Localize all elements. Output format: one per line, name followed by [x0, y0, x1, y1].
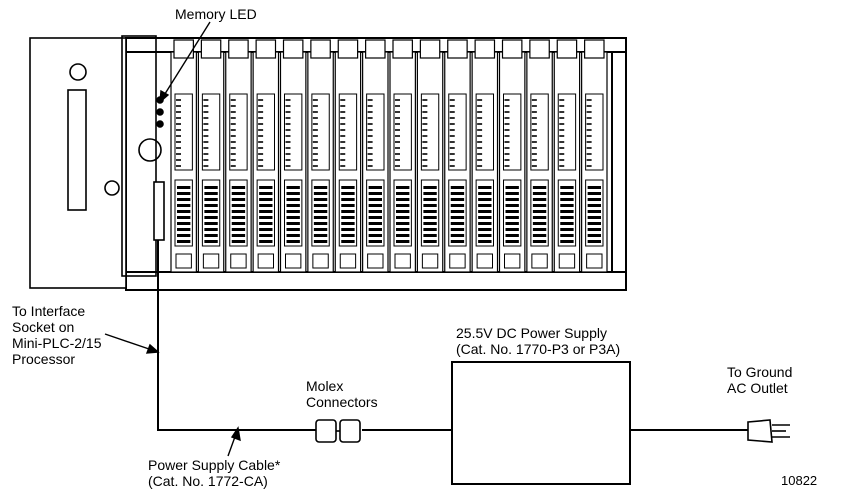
processor-adjust-knob-icon [104, 180, 120, 196]
molex-connector-right [339, 419, 361, 443]
ground-outlet-label: To Ground AC Outlet [727, 364, 793, 396]
io-module-slot [197, 39, 225, 273]
interface-socket-label: To Interface Socket on Mini-PLC-2/15 Pro… [12, 303, 102, 367]
ac-plug-icon [747, 419, 790, 443]
molex-label: Molex Connectors [306, 378, 378, 410]
io-module-slot [389, 39, 416, 273]
power-supply-cable [157, 240, 316, 431]
io-module-slot [444, 39, 471, 273]
io-module-slot [225, 39, 252, 273]
processor-dial-icon [138, 138, 162, 162]
cable-arrowhead [230, 426, 241, 442]
status-led-icon [156, 120, 164, 128]
molex-connectors [315, 419, 361, 443]
interface-socket-arrowhead [145, 343, 160, 354]
status-led-icon [156, 108, 164, 116]
interface-socket-leader [104, 333, 153, 351]
io-module-slot [170, 39, 197, 273]
io-module-slot [362, 39, 389, 273]
figure-number: 10822 [781, 473, 818, 488]
processor-connector-icon [69, 63, 87, 81]
processor-interface-socket [153, 181, 165, 241]
io-module-slot [252, 39, 280, 273]
io-module-slot [334, 39, 362, 273]
cable-route [157, 240, 748, 431]
io-module-slot [471, 39, 499, 273]
io-module-slot [581, 39, 608, 273]
memory-led-leader [162, 21, 211, 98]
cable-label: Power Supply Cable* (Cat. No. 1772-CA) [148, 457, 281, 489]
molex-connector-left [315, 419, 337, 443]
power-supply-label: 25.5V DC Power Supply (Cat. No. 1770-P3 … [456, 325, 621, 357]
processor-housing [29, 37, 127, 289]
memory-led-label: Memory LED [175, 6, 257, 22]
io-module-slot [553, 39, 581, 273]
chassis-bottom-rail [125, 271, 627, 291]
processor-module [29, 35, 165, 289]
io-module-slot [416, 39, 444, 273]
io-module-slot [279, 39, 307, 273]
processor-terminal-strip [67, 89, 87, 211]
leader-lines [104, 21, 241, 457]
io-module-slot [526, 39, 553, 273]
power-supply-box [451, 361, 631, 485]
io-module-slot [498, 39, 526, 273]
io-module-slot [307, 39, 334, 273]
memory-led-arrowhead [159, 89, 170, 104]
processor-bracket [121, 35, 157, 277]
io-module-slots [170, 39, 608, 273]
